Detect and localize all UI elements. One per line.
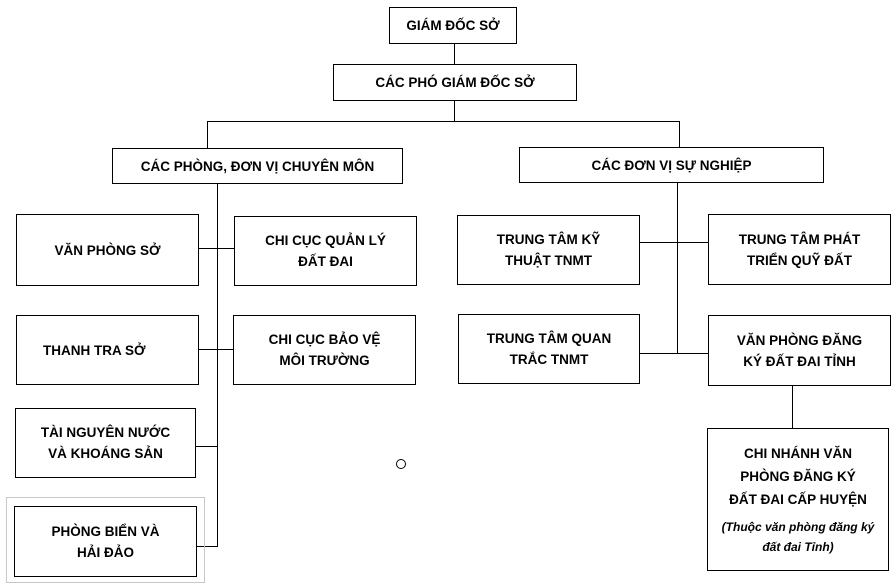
professional-units-label: CÁC PHÒNG, ĐƠN VỊ CHUYÊN MÔN [140,158,375,174]
land-fund-center-line2: TRIỂN QUỸ ĐẤT [746,252,852,268]
connector-to-right-header [679,121,680,147]
sea-islands-line2: HẢI ĐẢO [77,544,134,560]
district-branch-line3: ĐẤT ĐAI CẤP HUYỆN [729,492,867,507]
connector-left-row2 [199,349,234,350]
deputy-directors-box: CÁC PHÓ GIÁM ĐỐC SỞ [333,64,577,101]
district-branch-note-line2: đất đai Tỉnh) [762,540,834,554]
professional-units-header: CÁC PHÒNG, ĐƠN VỊ CHUYÊN MÔN [112,148,403,184]
land-management-box: CHI CỤC QUẢN LÝ ĐẤT ĐAI [234,216,417,286]
office-box: VĂN PHÒNG SỞ [16,214,199,286]
connector-right-trunk [677,182,678,354]
connector-left-row3 [196,446,218,447]
connector-left-row1 [199,248,235,249]
circle-marker [396,459,406,469]
connector-branch-horizontal [207,121,680,122]
environment-protection-line2: MÔI TRƯỜNG [279,353,370,368]
district-branch-box: CHI NHÁNH VĂN PHÒNG ĐĂNG KÝ ĐẤT ĐAI CẤP … [707,428,889,571]
environment-protection-line1: CHI CỤC BẢO VỆ [268,332,381,347]
public-service-units-header: CÁC ĐƠN VỊ SỰ NGHIỆP [519,147,824,183]
connector-vp-chinhanh [792,386,793,428]
connector-right-row2 [640,353,709,354]
environment-protection-box: CHI CỤC BẢO VỆ MÔI TRƯỜNG [233,315,416,385]
district-branch-line2: PHÒNG ĐĂNG KÝ [740,469,856,484]
public-service-units-label: CÁC ĐƠN VỊ SỰ NGHIỆP [591,157,752,173]
district-branch-line1: CHI NHÁNH VĂN [744,446,852,461]
deputy-directors-label: CÁC PHÓ GIÁM ĐỐC SỞ [375,75,535,90]
water-minerals-line1: TÀI NGUYÊN NƯỚC [40,425,171,440]
inspection-box: THANH TRA SỞ [16,315,199,385]
sea-islands-box: PHÒNG BIỂN VÀ HẢI ĐẢO [14,506,197,577]
connector-deputies-down [454,101,455,121]
sea-islands-line1: PHÒNG BIỂN VÀ [51,523,160,539]
office-label: VĂN PHÒNG SỞ [54,242,161,258]
connector-director-deputies [454,44,455,64]
tech-center-box: TRUNG TÂM KỸ THUẬT TNMT [457,215,640,285]
connector-left-trunk [217,184,218,546]
land-fund-center-box: TRUNG TÂM PHÁT TRIỂN QUỸ ĐẤT [708,214,891,285]
monitoring-center-line2: TRẮC TNMT [509,352,589,367]
land-fund-center-line1: TRUNG TÂM PHÁT [738,231,861,247]
connector-left-row4 [197,546,218,547]
water-minerals-box: TÀI NGUYÊN NƯỚC VÀ KHOÁNG SẢN [15,408,196,478]
monitoring-center-line1: TRUNG TÂM QUAN [486,331,612,346]
land-registration-office-line1: VĂN PHÒNG ĐĂNG [736,332,863,348]
director-box: GIÁM ĐỐC SỞ [389,7,517,44]
land-registration-office-box: VĂN PHÒNG ĐĂNG KÝ ĐẤT ĐAI TỈNH [708,315,891,386]
land-management-line2: ĐẤT ĐAI [298,254,353,269]
monitoring-center-box: TRUNG TÂM QUAN TRẮC TNMT [458,314,640,384]
director-label: GIÁM ĐỐC SỞ [406,18,500,33]
tech-center-line2: THUẬT TNMT [505,253,592,268]
district-branch-note-line1: (Thuộc văn phòng đăng ký [721,520,875,534]
land-registration-office-line2: KÝ ĐẤT ĐAI TỈNH [743,353,856,369]
water-minerals-line2: VÀ KHOÁNG SẢN [48,446,163,461]
land-management-line1: CHI CỤC QUẢN LÝ [265,233,386,248]
inspection-label: THANH TRA SỞ [43,342,146,358]
connector-right-row1 [640,242,709,243]
connector-to-left-header [207,121,208,148]
tech-center-line1: TRUNG TÂM KỸ [496,232,601,247]
